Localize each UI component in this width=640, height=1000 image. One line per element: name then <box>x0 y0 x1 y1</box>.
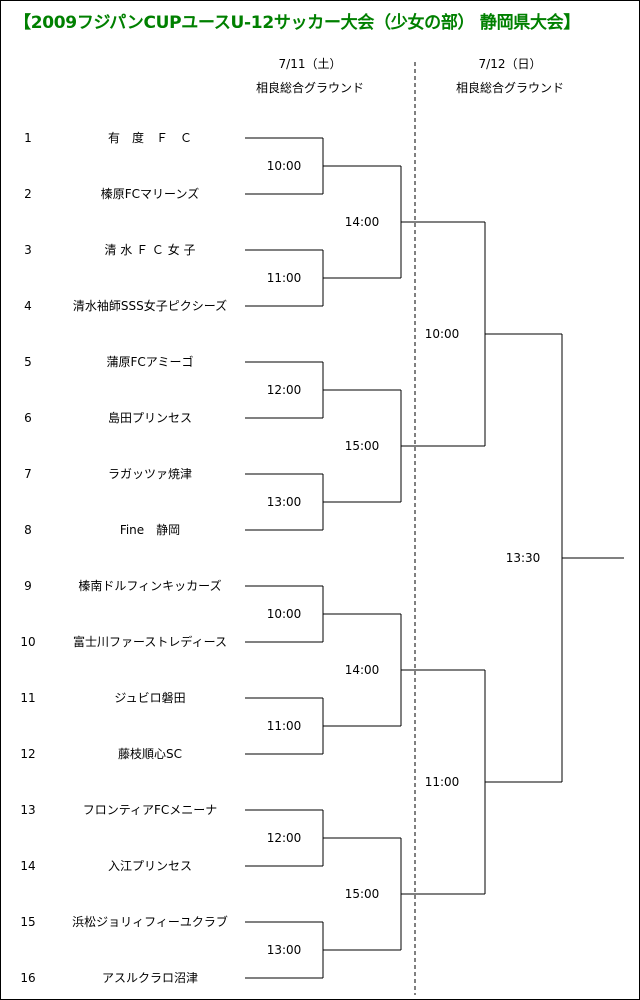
day2-date: 7/12（日） <box>478 57 542 71</box>
team-number: 6 <box>24 411 32 425</box>
team-name: 入江プリンセス <box>107 859 192 873</box>
team-name: 榛南ドルフィンキッカーズ <box>78 579 222 593</box>
round1-time: 10:00 <box>266 159 302 173</box>
team-name: 富士川ファーストレディース <box>73 635 227 649</box>
day2-venue: 相良総合グラウンド <box>455 81 564 95</box>
team-name: 蒲原FCアミーゴ <box>106 355 194 369</box>
final-time: 13:30 <box>505 551 541 565</box>
team-name: ジュビロ磐田 <box>114 691 186 705</box>
team-number: 5 <box>24 355 32 369</box>
team-name: 清 水 Ｆ Ｃ 女 子 <box>104 243 196 257</box>
team-number: 7 <box>24 467 32 481</box>
semifinal-time: 11:00 <box>424 775 460 789</box>
day1-venue: 相良総合グラウンド <box>255 81 364 95</box>
team-number: 16 <box>20 971 36 985</box>
round2-time: 14:00 <box>344 215 380 229</box>
team-name: フロンティアFCメニーナ <box>82 803 218 817</box>
team-number: 8 <box>24 523 32 537</box>
team-number: 2 <box>24 187 32 201</box>
round2-time: 15:00 <box>344 439 380 453</box>
semifinal-time: 10:00 <box>424 327 460 341</box>
day1-date: 7/11（土） <box>278 57 342 71</box>
team-name: 清水袖師SSS女子ピクシーズ <box>72 299 228 313</box>
team-name: 藤枝順心SC <box>118 747 182 761</box>
round2-time: 14:00 <box>344 663 380 677</box>
team-number: 1 <box>24 131 32 145</box>
team-number: 3 <box>24 243 32 257</box>
team-name: 浜松ジョリィフィーユクラブ <box>72 915 228 929</box>
round2-time: 15:00 <box>344 887 380 901</box>
team-name: アスルクラロ沼津 <box>101 971 198 985</box>
team-number: 9 <box>24 579 32 593</box>
round1-time: 13:00 <box>266 943 302 957</box>
page-title: 【2009フジパンCUPユースU-12サッカー大会（少女の部） 静岡県大会】 <box>14 13 581 33</box>
team-name: 有 度 Ｆ Ｃ <box>107 131 192 145</box>
round1-time: 11:00 <box>266 719 302 733</box>
team-number: 14 <box>20 859 36 873</box>
round1-time: 13:00 <box>266 495 302 509</box>
round1-time: 11:00 <box>266 271 302 285</box>
team-number: 4 <box>24 299 32 313</box>
round1-time: 10:00 <box>266 607 302 621</box>
team-number: 10 <box>20 635 36 649</box>
team-number: 13 <box>20 803 36 817</box>
team-number: 12 <box>20 747 36 761</box>
round1-time: 12:00 <box>266 831 302 845</box>
team-number: 11 <box>20 691 36 705</box>
team-name: 島田プリンセス <box>107 411 192 425</box>
team-name: 榛原FCマリーンズ <box>100 187 200 201</box>
round1-time: 12:00 <box>266 383 302 397</box>
team-name: Fine 静岡 <box>119 523 181 537</box>
team-name: ラガッツァ焼津 <box>107 467 192 481</box>
team-number: 15 <box>20 915 36 929</box>
